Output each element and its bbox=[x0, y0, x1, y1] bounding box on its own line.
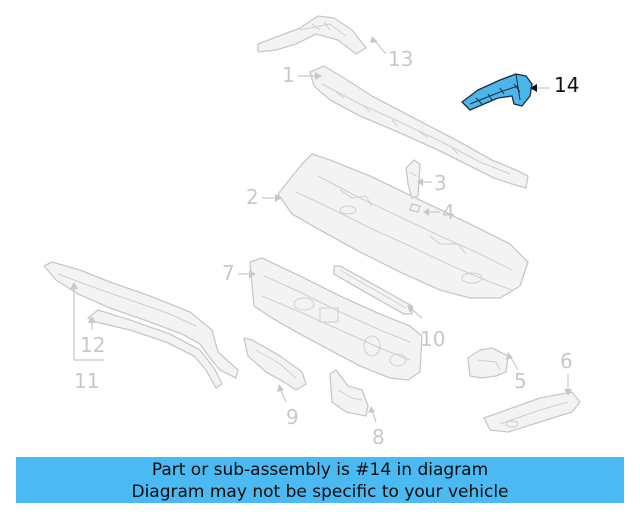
part-6 bbox=[483, 391, 581, 433]
callout-11: 11 bbox=[74, 369, 99, 393]
callout-13: 13 bbox=[388, 47, 413, 71]
callout-6: 6 bbox=[560, 349, 573, 373]
part-9 bbox=[243, 337, 307, 391]
callout-1: 1 bbox=[282, 63, 295, 87]
part-8 bbox=[329, 369, 369, 417]
callout-10: 10 bbox=[420, 327, 445, 351]
callout-7: 7 bbox=[222, 261, 235, 285]
banner-line-1: Part or sub-assembly is #14 in diagram bbox=[151, 460, 489, 480]
callout-2: 2 bbox=[246, 185, 259, 209]
part-11 bbox=[43, 261, 239, 379]
callout-5: 5 bbox=[514, 369, 527, 393]
leader-13 bbox=[373, 39, 387, 55]
part-7 bbox=[249, 257, 423, 381]
callout-4: 4 bbox=[442, 200, 455, 224]
part-14 bbox=[461, 73, 533, 111]
part-13 bbox=[257, 15, 367, 55]
part-4 bbox=[409, 203, 421, 213]
part-12 bbox=[87, 309, 223, 389]
banner-line-2: Diagram may not be specific to your vehi… bbox=[131, 482, 509, 502]
callout-8: 8 bbox=[372, 425, 385, 449]
part-5 bbox=[467, 347, 509, 379]
part-10 bbox=[333, 265, 413, 315]
part-1 bbox=[309, 65, 529, 189]
callout-12: 12 bbox=[80, 333, 105, 357]
part-3 bbox=[405, 159, 421, 199]
callout-9: 9 bbox=[286, 405, 299, 429]
callout-14: 14 bbox=[554, 73, 579, 97]
callout-3: 3 bbox=[434, 171, 447, 195]
part-2 bbox=[277, 153, 529, 299]
info-banner: Part or sub-assembly is #14 in diagram D… bbox=[16, 457, 624, 503]
